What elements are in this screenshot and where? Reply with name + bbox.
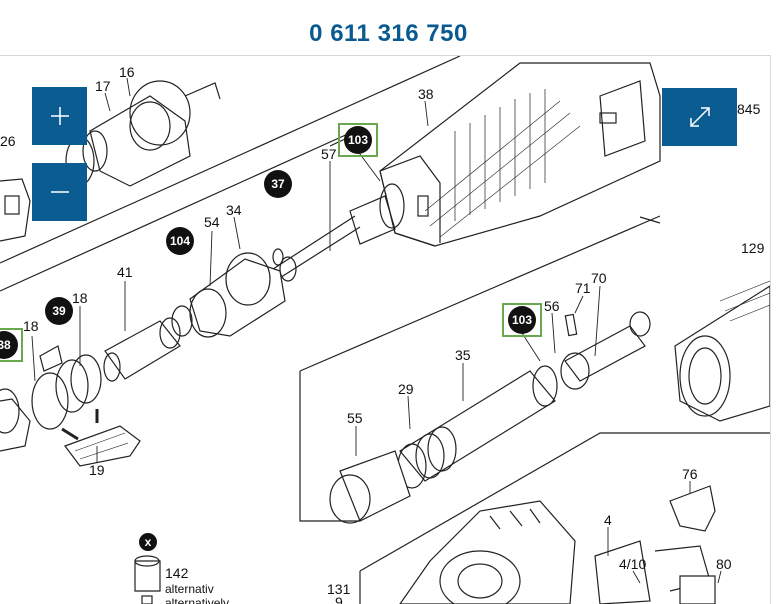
part-label-41: 41 xyxy=(117,264,133,280)
part-label-71: 71 xyxy=(575,280,591,296)
plus-icon xyxy=(50,107,69,125)
badge-circle-104 xyxy=(166,227,194,255)
badge-frame-103-b xyxy=(502,303,542,337)
alternative-label-de: alternativ xyxy=(165,582,214,596)
badge-38: 38 xyxy=(0,338,11,352)
part-label-55: 55 xyxy=(347,410,363,426)
exploded-diagram: 845 38 17 16 26 57 34 54 41 18 18 19 129… xyxy=(0,56,770,604)
zoom-in-button[interactable] xyxy=(32,87,87,145)
part-label-129: 129 xyxy=(741,240,765,256)
fullscreen-button[interactable] xyxy=(662,88,737,146)
part-label-76: 76 xyxy=(682,466,698,482)
diagram-viewer[interactable]: 845 38 17 16 26 57 34 54 41 18 18 19 129… xyxy=(0,55,771,604)
badge-39: 39 xyxy=(52,304,66,318)
part-label-845: 845 xyxy=(737,101,761,117)
part-label-57: 57 xyxy=(321,146,337,162)
part-label-19: 19 xyxy=(89,462,105,478)
part-label-4: 4 xyxy=(604,512,612,528)
badge-103-b: 103 xyxy=(512,313,532,327)
part-label-80: 80 xyxy=(716,556,732,572)
expand-icon xyxy=(689,107,710,127)
part-label-35: 35 xyxy=(455,347,471,363)
badge-circle-103-b xyxy=(508,306,536,334)
badge-103-a: 103 xyxy=(348,133,368,147)
zoom-out-button[interactable] xyxy=(32,163,87,221)
part-label-9: 9 xyxy=(335,594,343,604)
alternative-label-en: alternatively xyxy=(165,596,229,604)
part-label-142: 142 xyxy=(165,565,189,581)
badge-circle-38 xyxy=(0,331,18,359)
part-label-131: 131 xyxy=(327,581,351,597)
page-title: 0 611 316 750 xyxy=(309,20,468,47)
badge-circle-37 xyxy=(264,170,292,198)
badge-circle-103-a xyxy=(344,126,372,154)
part-label-54: 54 xyxy=(204,214,220,230)
part-label-70: 70 xyxy=(591,270,607,286)
part-label-34: 34 xyxy=(226,202,242,218)
minus-icon xyxy=(50,191,69,193)
badge-circle-x xyxy=(139,533,157,551)
part-label-17: 17 xyxy=(95,78,111,94)
part-label-29: 29 xyxy=(398,381,414,397)
badge-frame-38 xyxy=(0,328,23,362)
part-label-4-10: 4/10 xyxy=(619,556,646,572)
part-label-18-a: 18 xyxy=(72,290,88,306)
part-label-38: 38 xyxy=(418,86,434,102)
part-label-56: 56 xyxy=(544,298,560,314)
badge-circle-39 xyxy=(45,297,73,325)
part-label-18-b: 18 xyxy=(23,318,39,334)
part-label-26: 26 xyxy=(0,133,16,149)
badge-frame-103-a xyxy=(338,123,378,157)
part-label-16: 16 xyxy=(119,64,135,80)
badge-37: 37 xyxy=(271,177,285,191)
badge-x: x xyxy=(145,535,152,549)
badge-104: 104 xyxy=(170,234,190,248)
